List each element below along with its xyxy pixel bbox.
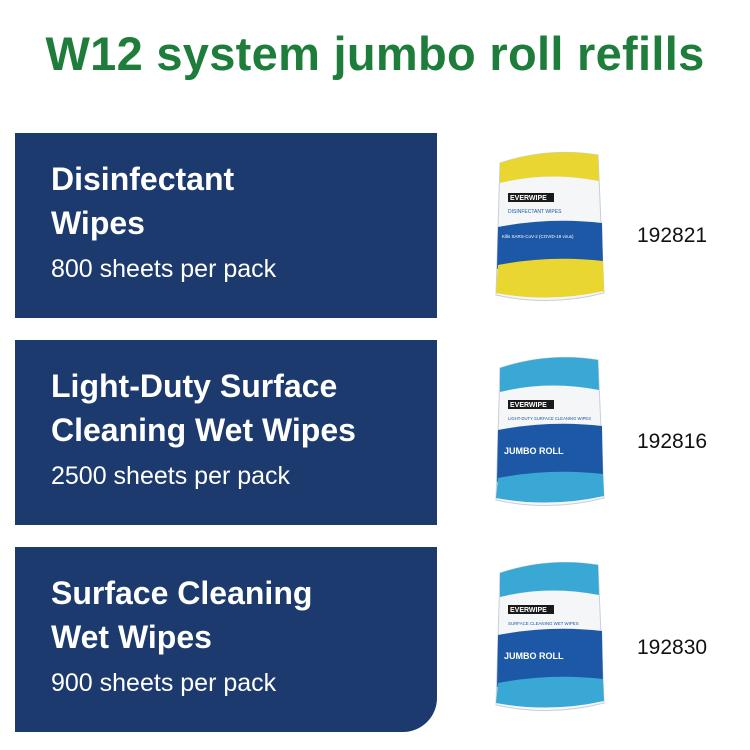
product-panel-light-duty: Light-Duty Surface Cleaning Wet Wipes 25… [15,340,437,525]
pack-band: JUMBO ROLL [504,651,564,661]
product-code: 192821 [637,224,708,247]
product-panel-disinfectant: Disinfectant Wipes 800 sheets per pack [15,133,437,318]
pack-band: Kills SARS-CoV-2 (COVID-19 virus) [502,234,574,239]
product-code: 192816 [637,430,708,453]
wipes-pack-icon: EVERWIPE DISINFECTANT WIPES Kills SARS-C… [495,151,605,302]
product-sheet-count: 900 sheets per pack [51,669,277,697]
pack-brand: EVERWIPE [510,607,547,614]
wipes-pack-icon: EVERWIPE LIGHT-DUTY SURFACE CLEANING WIP… [495,356,605,507]
pack-brand: EVERWIPE [510,195,547,202]
product-name: Surface Cleaning Wet Wipes [51,575,313,655]
product-name: Light-Duty Surface Cleaning Wet Wipes [51,368,356,448]
product-sheet-count: 800 sheets per pack [51,255,277,283]
product-sheet-count: 2500 sheets per pack [51,462,291,490]
product-code: 192830 [637,636,708,659]
page-title: W12 system jumbo roll refills [45,27,705,80]
product-name: Disinfectant Wipes [51,161,235,241]
pack-line: LIGHT-DUTY SURFACE CLEANING WIPES [508,416,591,421]
pack-band: JUMBO ROLL [504,446,564,456]
pack-line: SURFACE CLEANING WET WIPES [508,621,579,626]
product-pack-image: EVERWIPE LIGHT-DUTY SURFACE CLEANING WIP… [486,350,611,510]
wipes-pack-icon: EVERWIPE SURFACE CLEANING WET WIPES JUMB… [495,561,605,712]
pack-line: DISINFECTANT WIPES [508,209,562,215]
product-pack-image: EVERWIPE DISINFECTANT WIPES Kills SARS-C… [486,145,611,305]
product-pack-image: EVERWIPE SURFACE CLEANING WET WIPES JUMB… [486,555,611,715]
pack-brand: EVERWIPE [510,402,547,409]
product-panel-surface-cleaning: Surface Cleaning Wet Wipes 900 sheets pe… [15,547,437,732]
